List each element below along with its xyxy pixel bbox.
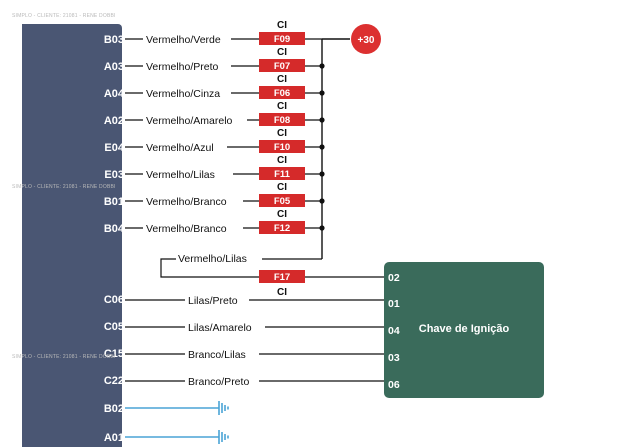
fuse (259, 167, 305, 180)
fuse (259, 194, 305, 207)
fuse (259, 59, 305, 72)
wire-label: Lilas/Amarelo (188, 322, 252, 334)
connector-pin-label: A04 (104, 88, 125, 100)
fuse-label: F12 (274, 223, 290, 234)
ignition-feed: Vermelho/Lilas F17 CI (160, 252, 384, 298)
ground-row: A01 (104, 430, 229, 444)
wire-label: Vermelho/Cinza (146, 88, 220, 100)
connector-row: A03 Vermelho/Preto CI F07 (104, 47, 322, 73)
ci-label: CI (277, 182, 287, 193)
watermark: SIMPLO - CLIENTE: 21081 - RENE DOBBI (12, 13, 116, 19)
ci-label: CI (277, 20, 287, 31)
switch-row: C05 Lilas/Amarelo (104, 320, 384, 334)
ci-label: CI (277, 101, 287, 112)
ci-label: CI (277, 155, 287, 166)
connector-pin-label: C22 (104, 375, 124, 387)
switch-pin-label: 04 (388, 325, 400, 337)
fuse-label: F08 (274, 115, 290, 126)
power-source: +30 (322, 24, 381, 54)
ground-icon (218, 430, 229, 444)
connector-pin-label: A03 (104, 61, 124, 73)
fuse (259, 113, 305, 126)
wire-label: Branco/Preto (188, 376, 249, 388)
connector-row: E03 Vermelho/Lilas CI F11 (104, 155, 322, 181)
connector-pin-label: C06 (104, 294, 124, 306)
watermark: SIMPLO - CLIENTE: 21081 - RENE DOBBI (12, 184, 116, 190)
wire-label: Vermelho/Lilas (146, 169, 215, 181)
fuse-label: F06 (274, 88, 290, 99)
connector-pin-label: A02 (104, 115, 124, 127)
ci-label: CI (277, 209, 287, 220)
fuse-label: F11 (274, 169, 291, 180)
ci-label: CI (277, 47, 287, 58)
wire-label: Lilas/Preto (188, 295, 238, 307)
power-label: +30 (358, 35, 375, 46)
connector-row: A02 Vermelho/Amarelo CI F08 (104, 101, 322, 127)
power-circle (351, 24, 381, 54)
fuse (259, 140, 305, 153)
ci-label: CI (277, 74, 287, 85)
switch-pin-label: 02 (388, 272, 400, 284)
ci-label: CI (277, 287, 287, 298)
wire-label: Vermelho/Preto (146, 61, 219, 73)
connector-row: E04 Vermelho/Azul CI F10 (104, 128, 322, 154)
ignition-switch: Chave de Ignição 02 01 04 03 06 (384, 262, 544, 398)
junction-dots (319, 63, 325, 231)
connector-pin-label: B03 (104, 34, 124, 46)
ground-row: B02 (104, 401, 229, 415)
connector-pin-label: B01 (104, 196, 124, 208)
switch-pin-label: 03 (388, 352, 400, 364)
wire-label: Vermelho/Branco (146, 223, 227, 235)
connector-pin-label: B04 (104, 223, 125, 235)
connector-pin-label: B02 (104, 403, 124, 415)
ignition-switch-title: Chave de Ignição (419, 323, 510, 335)
switch-row: C06 Lilas/Preto (104, 293, 384, 307)
connector-row: B04 Vermelho/Branco CI F12 (104, 209, 322, 235)
connector-pin-label: C15 (104, 348, 124, 360)
feed-wire-label: Vermelho/Lilas (178, 253, 247, 265)
fuse (259, 32, 305, 45)
fuse (259, 270, 305, 283)
wire-label: Vermelho/Azul (146, 142, 214, 154)
fuse-label: F09 (274, 34, 290, 45)
wire-label: Branco/Lilas (188, 349, 246, 361)
fuse-label: F07 (274, 61, 290, 72)
fuse (259, 86, 305, 99)
connector-row: B01 Vermelho/Branco CI F05 (104, 182, 322, 208)
connector-pin-label: E04 (104, 142, 124, 154)
fuse-label: F10 (274, 142, 290, 153)
switch-pin-label: 06 (388, 379, 400, 391)
ci-label: CI (277, 128, 287, 139)
fuse-label: F05 (274, 196, 291, 207)
wire-label: Vermelho/Branco (146, 196, 227, 208)
connector-pin-label: A01 (104, 432, 124, 444)
fuse (259, 221, 305, 234)
wire-label: Vermelho/Verde (146, 34, 221, 46)
switch-pin-label: 01 (388, 298, 400, 310)
watermark: SIMPLO - CLIENTE: 21081 - RENE DOBBI (12, 354, 116, 360)
switch-row: C22 Branco/Preto (104, 374, 384, 388)
connector-pin-label: C05 (104, 321, 124, 333)
module-block (22, 24, 122, 447)
fuse-label: F17 (274, 272, 290, 283)
ground-icon (218, 401, 229, 415)
switch-row: C15 Branco/Lilas (104, 347, 384, 361)
wire-label: Vermelho/Amarelo (146, 115, 233, 127)
ignition-switch-body (384, 262, 544, 398)
connector-row: A04 Vermelho/Cinza CI F06 (104, 74, 322, 100)
connector-pin-label: E03 (104, 169, 124, 181)
connector-row: B03 Vermelho/Verde CI F09 (104, 20, 322, 46)
